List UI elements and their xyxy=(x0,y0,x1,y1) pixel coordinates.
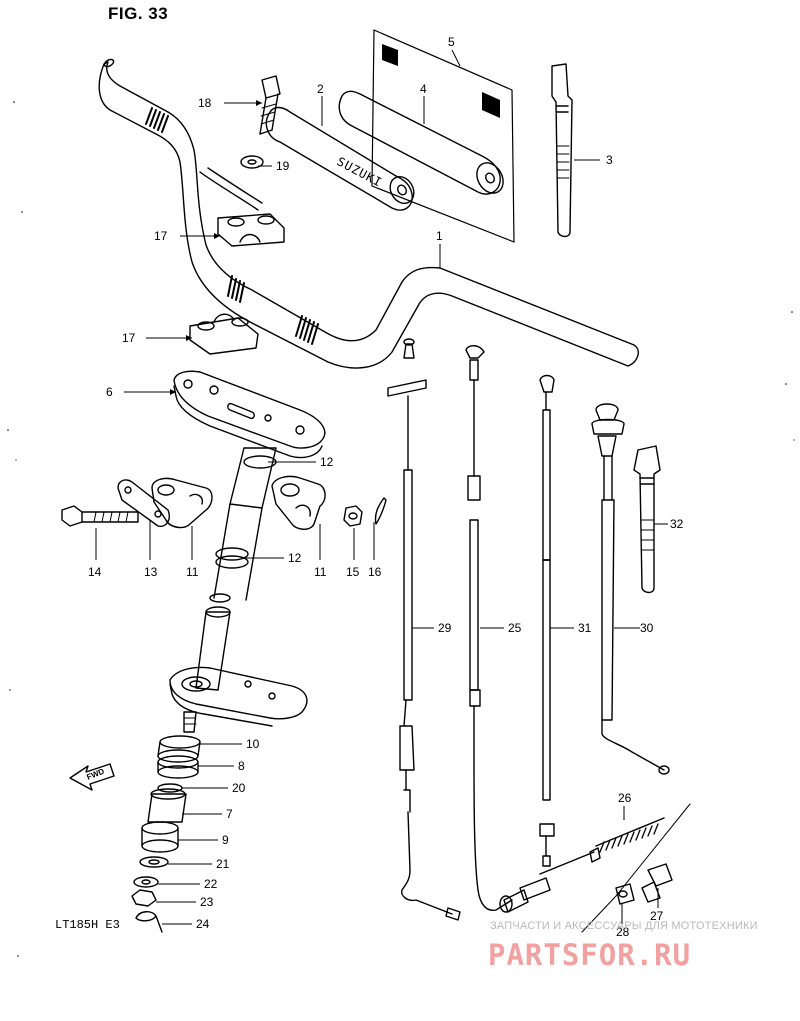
figure-title: FIG. 33 xyxy=(108,4,169,23)
callout-20: 20 xyxy=(232,781,246,795)
callout-22: 22 xyxy=(204,877,218,891)
callout-12a: 12 xyxy=(320,455,334,469)
callout-28: 28 xyxy=(616,925,630,939)
callout-5: 5 xyxy=(448,35,455,49)
pad-left xyxy=(265,106,415,211)
spring-adjuster-26 xyxy=(499,817,665,913)
handlebar xyxy=(98,58,639,369)
strap-3 xyxy=(551,63,573,238)
leader-26-27 xyxy=(581,803,691,933)
holder-lower-17 xyxy=(189,313,259,355)
callout-32: 32 xyxy=(670,517,684,531)
bolt-27 xyxy=(641,863,673,903)
callout-27: 27 xyxy=(650,909,664,923)
strap-32 xyxy=(633,445,661,594)
bolt-14 xyxy=(61,505,139,527)
callout-10: 10 xyxy=(246,737,260,751)
watermark-subtitle: ЗАПЧАСТИ И АКСЕССУАРЫ ДЛЯ МОТОТЕХНИКИ xyxy=(490,920,758,932)
callout-2: 2 xyxy=(317,82,324,96)
callout-4: 4 xyxy=(420,82,427,96)
callout-30: 30 xyxy=(640,621,654,635)
holder-upper-17 xyxy=(217,213,285,247)
callout-9: 9 xyxy=(222,833,229,847)
clamp-11-right xyxy=(271,475,326,530)
callout-23: 23 xyxy=(200,895,214,909)
callout-1: 1 xyxy=(436,229,443,243)
callout-6: 6 xyxy=(106,385,113,399)
callout-25: 25 xyxy=(508,621,522,635)
fwd-arrow xyxy=(69,763,115,791)
callout-7: 7 xyxy=(226,807,233,821)
callout-19: 19 xyxy=(276,159,290,173)
cotter-pin-16 xyxy=(374,497,387,525)
callout-17a: 17 xyxy=(154,229,168,243)
nut-15 xyxy=(343,505,363,527)
bolt-18 xyxy=(259,75,281,135)
callout-13: 13 xyxy=(144,565,158,579)
callout-29: 29 xyxy=(438,621,452,635)
callout-11a: 11 xyxy=(186,565,199,579)
callout-17b: 17 xyxy=(122,331,136,345)
callout-15: 15 xyxy=(346,565,360,579)
brand-marking: SUZUKI xyxy=(335,154,385,190)
cable-31 xyxy=(539,374,555,867)
callout-3: 3 xyxy=(606,153,613,167)
callout-24: 24 xyxy=(196,917,210,931)
bolt-10 xyxy=(183,711,197,733)
watermark-logo: PARTSFOR.RU xyxy=(488,938,692,972)
cable-29 xyxy=(387,338,461,921)
callout-21: 21 xyxy=(216,857,230,871)
bearing-stack xyxy=(131,735,201,933)
callout-8: 8 xyxy=(238,759,245,773)
cable-25 xyxy=(465,345,513,911)
washer-19 xyxy=(240,155,264,169)
steering-shaft xyxy=(195,447,277,691)
callout-12b: 12 xyxy=(288,551,302,565)
scan-noise xyxy=(7,101,795,957)
nut-28 xyxy=(615,883,635,905)
callout-31: 31 xyxy=(578,621,592,635)
cable-30 xyxy=(591,403,670,775)
callout-26: 26 xyxy=(618,791,632,805)
model-code: LT185H E3 xyxy=(55,918,120,932)
clamp-plate-13 xyxy=(117,479,170,527)
clamp-11-left xyxy=(151,477,213,529)
callout-18: 18 xyxy=(198,96,212,110)
upper-bracket-6 xyxy=(173,370,326,459)
callout-14: 14 xyxy=(88,565,102,579)
pad-right xyxy=(338,90,504,195)
cover-plate xyxy=(371,29,515,243)
callout-16: 16 xyxy=(368,565,382,579)
callout-11b: 11 xyxy=(314,565,327,579)
lower-bracket xyxy=(169,666,308,727)
